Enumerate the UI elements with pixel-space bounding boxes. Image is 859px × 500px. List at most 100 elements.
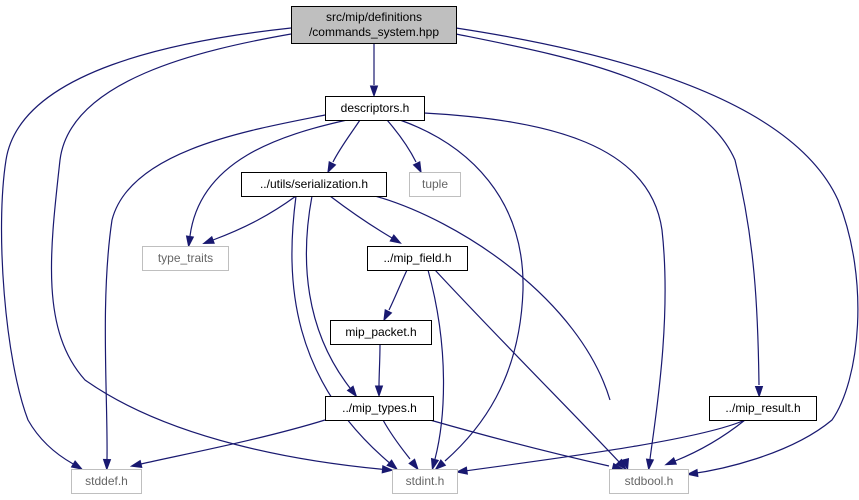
arrowhead <box>430 457 440 471</box>
node-box <box>71 469 142 494</box>
node-label: tuple <box>422 177 448 191</box>
edge-mip_result-to-stdbool <box>664 419 746 466</box>
edge-line <box>140 419 326 465</box>
node-mip-field[interactable]: ../mip_field.h <box>367 246 468 271</box>
edge-mip_field-to-stdint <box>427 269 445 471</box>
edge-descriptors-to-type_traits <box>185 119 348 248</box>
edge-root-to-stdint <box>50 33 395 474</box>
edge-descriptors-to-stdbool <box>423 112 666 471</box>
edge-line <box>399 119 524 462</box>
arrowhead <box>102 458 112 472</box>
arrowhead <box>185 235 195 248</box>
edge-line <box>329 195 393 239</box>
node-box <box>325 96 425 121</box>
edge-line <box>429 419 610 467</box>
node-type-traits: type_traits <box>142 246 229 271</box>
edge-line <box>0 27 292 466</box>
arrowhead <box>754 386 764 399</box>
arrowhead <box>374 385 384 398</box>
node-root[interactable]: src/mip/definitions/commands_system.hpp <box>291 6 457 44</box>
node-stdint: stdint.h <box>392 469 458 494</box>
edge-mip_types-to-stddef <box>129 419 326 468</box>
arrowhead <box>129 459 143 468</box>
edge-line <box>456 419 746 473</box>
node-tuple: tuple <box>409 172 461 197</box>
edge-serialization-to-stdint <box>291 195 399 471</box>
edge-mip_result-to-stdint <box>455 419 746 475</box>
node-box <box>609 469 689 494</box>
edge-serialization-to-stdbool <box>374 195 630 471</box>
node-stddef: stddef.h <box>71 469 142 494</box>
edge-line <box>455 33 760 386</box>
node-label: ../mip_types.h <box>342 401 417 415</box>
arrowhead <box>386 459 399 471</box>
node-serialization[interactable]: ../utils/serialization.h <box>241 172 387 197</box>
edge-serialization-to-mip_types <box>305 195 358 398</box>
node-label: ../mip_field.h <box>383 251 451 265</box>
arrowhead <box>389 234 402 244</box>
arrowhead <box>620 457 630 471</box>
edge-mip_types-to-stdbool <box>429 419 625 471</box>
edge-line <box>374 195 611 401</box>
edge-line <box>50 33 391 471</box>
node-mip-types[interactable]: ../mip_types.h <box>325 396 434 421</box>
edge-root-to-descriptors <box>369 42 379 98</box>
edge-line <box>674 419 746 462</box>
node-box <box>409 172 461 197</box>
node-label: descriptors.h <box>341 101 410 115</box>
arrowhead <box>408 458 419 471</box>
node-descriptors[interactable]: descriptors.h <box>325 96 425 121</box>
arrowhead <box>455 466 468 475</box>
edge-mip_field-to-stdbool <box>434 269 627 471</box>
node-label: stdbool.h <box>625 474 674 488</box>
edge-line <box>427 269 445 460</box>
edge-line <box>455 27 859 475</box>
edge-layer <box>0 27 859 478</box>
edge-line <box>305 195 351 389</box>
arrowhead <box>327 161 337 174</box>
edge-mip_field-to-mip_packet <box>383 269 408 322</box>
node-mip-result[interactable]: ../mip_result.h <box>709 396 817 421</box>
edge-mip_types-to-stdint <box>382 419 419 471</box>
node-label: /commands_system.hpp <box>309 25 439 39</box>
edge-line <box>434 269 621 464</box>
edge-line <box>423 112 666 460</box>
edge-descriptors-to-serialization <box>327 119 361 174</box>
arrowhead <box>383 309 393 322</box>
edge-line <box>382 419 411 460</box>
arrowhead <box>346 385 358 398</box>
arrowhead <box>202 235 215 245</box>
arrowhead <box>70 460 84 470</box>
edge-serialization-to-mip_field <box>329 195 402 244</box>
arrowhead <box>615 458 627 471</box>
node-box <box>142 246 229 271</box>
arrowhead <box>686 468 699 478</box>
node-box <box>367 246 468 271</box>
node-label: stddef.h <box>85 474 128 488</box>
edge-descriptors-to-tuple <box>386 119 422 174</box>
node-label: ../mip_result.h <box>725 401 800 415</box>
node-label: mip_packet.h <box>345 325 416 339</box>
edge-line <box>291 195 393 466</box>
arrowhead <box>664 456 678 466</box>
node-box <box>241 172 387 197</box>
edge-line <box>378 343 381 387</box>
node-box <box>709 396 817 421</box>
edge-root-to-stddef <box>0 27 292 470</box>
arrowhead <box>412 161 422 174</box>
edge-line <box>388 269 408 311</box>
edge-root-to-mip_result <box>455 33 764 399</box>
arrowhead <box>381 465 395 474</box>
node-mip-packet[interactable]: mip_packet.h <box>330 320 432 345</box>
node-label: ../utils/serialization.h <box>260 177 368 191</box>
node-layer: src/mip/definitions/commands_system.hppd… <box>71 6 817 494</box>
edge-line <box>189 119 348 237</box>
edge-root-to-stdbool <box>455 27 859 478</box>
node-box <box>330 320 432 345</box>
edge-serialization-to-type_traits <box>202 195 297 245</box>
node-label: src/mip/definitions <box>326 10 422 24</box>
edge-descriptors-to-stdint <box>399 119 524 471</box>
edge-line <box>332 119 361 163</box>
edge-line <box>212 195 297 241</box>
